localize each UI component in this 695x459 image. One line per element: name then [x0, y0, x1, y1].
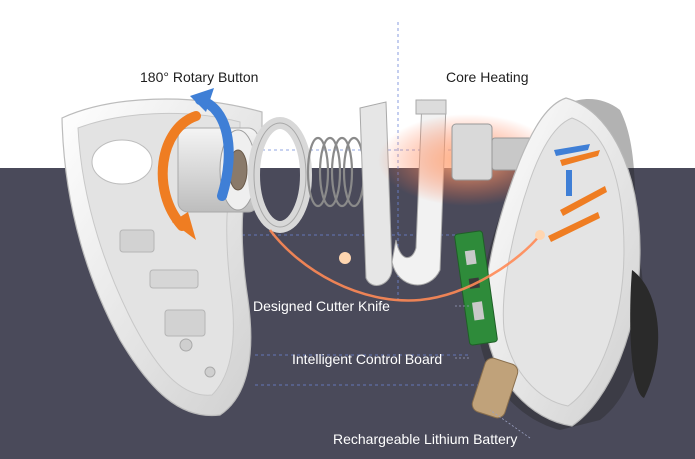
battery-part: [471, 357, 519, 419]
rotary-arrows-icon: [157, 88, 234, 240]
cutter-arc-glow: [269, 229, 545, 302]
heat-flow-arrows-icon: [548, 150, 607, 242]
leader-lines: [455, 305, 531, 439]
rotary-button-part: [177, 127, 259, 213]
label-core-heating: Core Heating: [446, 69, 529, 85]
label-lithium-battery: Rechargeable Lithium Battery: [333, 431, 518, 447]
label-rotary-button: 180° Rotary Button: [140, 69, 259, 85]
cooling-flow-arrows-icon: [554, 144, 590, 196]
ring-part: [248, 117, 312, 233]
right-shell: [478, 97, 659, 430]
label-cutter-knife: Designed Cutter Knife: [253, 298, 390, 314]
label-control-board: Intelligent Control Board: [292, 351, 443, 367]
